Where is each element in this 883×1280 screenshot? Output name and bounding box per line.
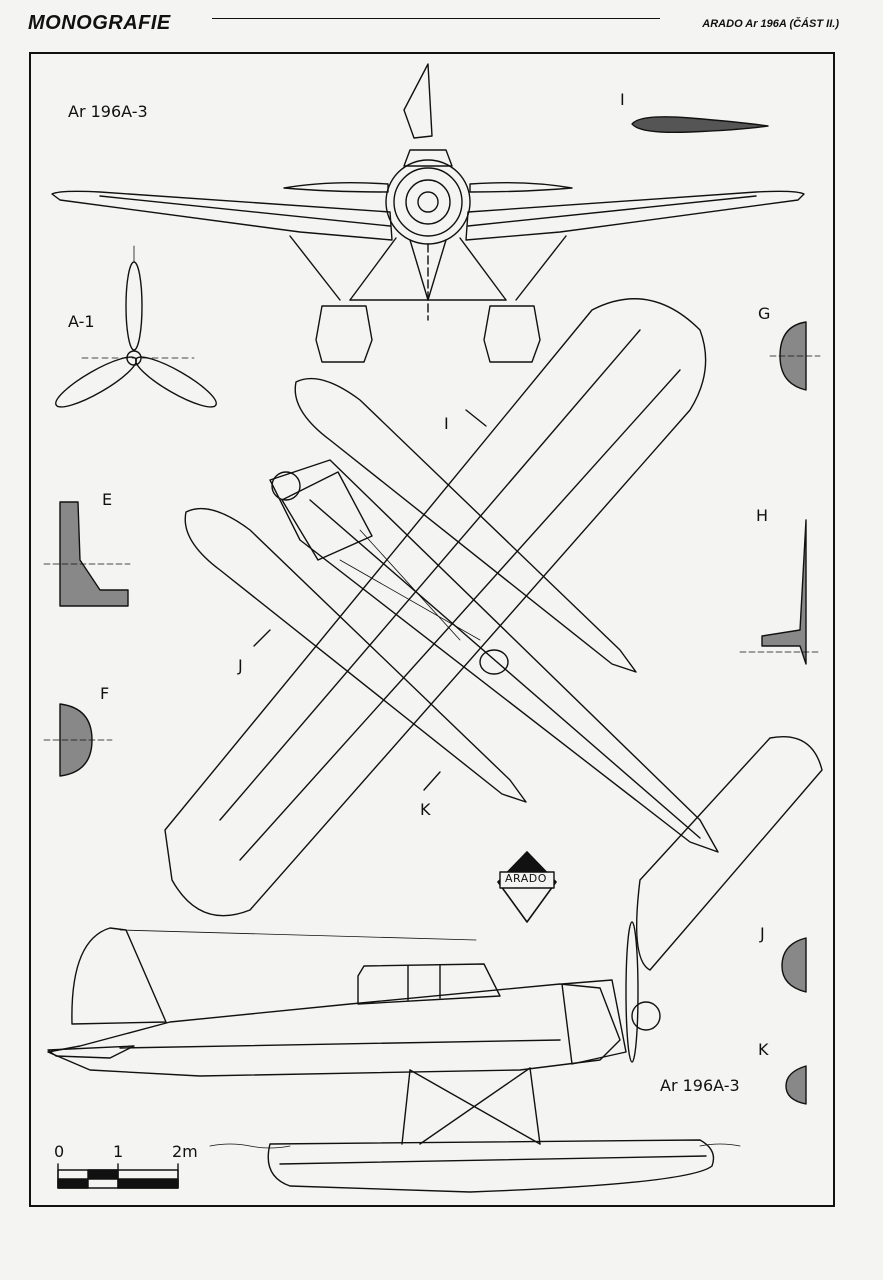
section-label-e: E: [102, 490, 113, 509]
article-subject: ARADO Ar 196A (ČÁST II.): [702, 18, 839, 30]
plan-view: [164, 298, 823, 971]
section-profiles: [43, 321, 821, 1105]
section-label-f: F: [100, 684, 110, 703]
scale-tick-0: 0: [54, 1142, 65, 1161]
scale-bar: [57, 1163, 179, 1189]
arado-logo: [497, 851, 557, 923]
scale-tick-1: 1: [113, 1142, 124, 1161]
propeller-label: A-1: [68, 312, 95, 331]
section-label-i-plan: I: [444, 414, 449, 433]
magazine-section-title: MONOGRAFIE: [28, 12, 171, 34]
section-label-h: H: [756, 506, 769, 525]
airfoil-section-i: [631, 116, 769, 134]
header-rule: [212, 18, 660, 19]
scale-tick-2m: 2m: [172, 1142, 198, 1161]
section-label-j-plan: J: [238, 656, 243, 675]
section-label-g: G: [758, 304, 771, 323]
front-view: [51, 63, 805, 363]
side-view: [47, 921, 741, 1193]
section-label-k-right: K: [758, 1040, 769, 1059]
side-view-title: Ar 196A-3: [660, 1076, 740, 1095]
arado-logo-text: ARADO: [505, 872, 547, 885]
drawing-frame: [29, 52, 835, 1207]
propeller-view: [55, 245, 217, 408]
front-view-title: Ar 196A-3: [68, 102, 148, 121]
section-label-k-plan: K: [420, 800, 431, 819]
section-label-j-right: J: [760, 924, 765, 943]
section-label-i-top: I: [620, 90, 625, 109]
